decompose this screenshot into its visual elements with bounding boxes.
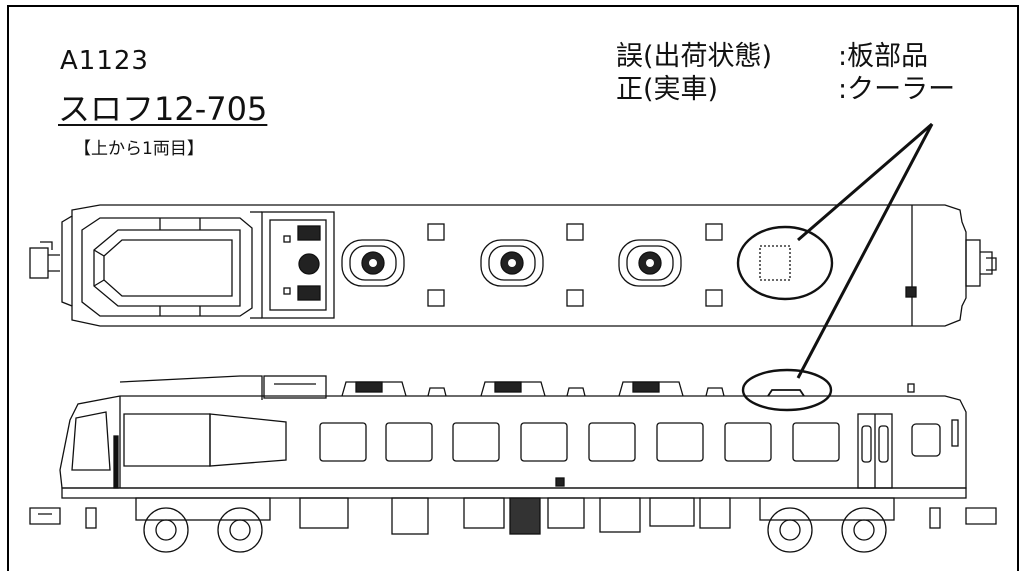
lounge-window: [209, 413, 287, 467]
plate-part: [759, 245, 791, 281]
roof-equipment-box: [261, 211, 335, 319]
left-coupler-side: [29, 507, 61, 525]
side-cooler: [341, 381, 407, 397]
equipment-grille: [297, 285, 321, 301]
underframe: [61, 487, 967, 499]
side-cooler: [480, 381, 546, 397]
roof-outline: [61, 204, 967, 327]
roof-cooler: [618, 239, 682, 287]
legend-correct-label: 正(実車): [616, 74, 719, 105]
roof-view: [29, 204, 997, 327]
equipment-fan-icon: [298, 253, 320, 275]
legend-row-wrong: 誤(出荷状態) :板部品: [616, 40, 955, 73]
model-code: A1123: [60, 46, 149, 76]
roof-cooler: [341, 239, 405, 287]
highlight-side-ellipse: [741, 368, 833, 412]
legend-correct-value: :クーラー: [838, 74, 956, 105]
lounge-window: [123, 413, 211, 467]
cab-window: [93, 229, 241, 307]
diagram-frame: [7, 5, 1019, 571]
position-note: 【上から1両目】: [74, 139, 204, 159]
side-body: [59, 395, 967, 489]
side-roof-cab: [119, 375, 263, 400]
roof-vents: [427, 223, 723, 307]
correction-legend: 誤(出荷状態) :板部品 正(実車) :クーラー: [616, 40, 955, 106]
right-coupler-side: [965, 507, 997, 525]
legend-wrong-label: 誤(出荷状態): [616, 41, 773, 72]
end-window: [911, 423, 941, 457]
cab-frame: [81, 217, 253, 317]
legend-wrong-value: :板部品: [838, 41, 929, 72]
highlight-roof-ellipse: [736, 225, 834, 301]
leader-lines: [796, 122, 934, 379]
equipment-grille: [297, 225, 321, 241]
end-marker: [905, 286, 917, 298]
underfloor-equipment: [299, 497, 731, 535]
side-view: [29, 368, 997, 553]
legend-row-correct: 正(実車) :クーラー: [616, 73, 955, 106]
left-bogie: [135, 497, 271, 553]
left-coupler-top: [29, 247, 49, 279]
car-name: スロフ12-705: [58, 90, 268, 128]
side-cooler: [618, 381, 684, 397]
right-bogie: [759, 497, 895, 553]
cab-windshield: [71, 411, 111, 471]
side-plate-part: [767, 389, 805, 397]
passenger-windows: [319, 422, 840, 462]
roof-cooler: [480, 239, 544, 287]
